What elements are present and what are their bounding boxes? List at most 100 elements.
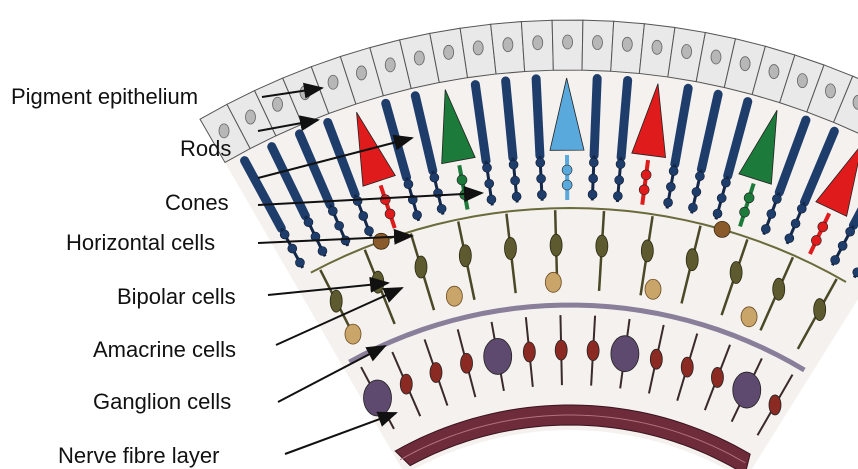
amacrine-cell-body xyxy=(741,307,757,327)
bipolar-cell-body xyxy=(773,278,785,300)
rod-nucleus xyxy=(791,219,800,228)
bipolar-cell-body xyxy=(641,240,653,262)
rod-nucleus xyxy=(318,247,327,256)
cone-nucleus xyxy=(744,193,754,203)
rod-nucleus xyxy=(487,195,496,204)
ganglion-cell-body xyxy=(650,349,662,369)
label-bipolar-cells: Bipolar cells xyxy=(117,286,236,308)
bipolar-cell-body xyxy=(504,237,516,259)
label-pigment-epithelium: Pigment epithelium xyxy=(11,86,198,108)
rod-nucleus xyxy=(785,234,794,243)
epithelium-nucleus xyxy=(503,38,513,52)
cone-nucleus xyxy=(562,165,572,175)
rod-nucleus xyxy=(613,192,622,201)
label-nerve-fibre-layer: Nerve fibre layer xyxy=(58,445,219,467)
label-ganglion-cells: Ganglion cells xyxy=(93,391,231,413)
epithelium-nucleus xyxy=(563,35,573,49)
rod-nucleus xyxy=(695,172,704,181)
ganglion-cell-body xyxy=(555,340,567,360)
cone-nucleus xyxy=(457,175,467,185)
ganglion-cell-body xyxy=(587,341,599,361)
leader-nerve-fibre-layer xyxy=(285,413,396,454)
cone-nucleus xyxy=(380,195,390,205)
rod-nucleus xyxy=(509,160,518,169)
ganglion-cell-body xyxy=(364,380,392,416)
cone-nucleus xyxy=(639,185,649,195)
rod-nucleus xyxy=(589,158,598,167)
epithelium-nucleus xyxy=(682,45,692,59)
rod-nucleus xyxy=(537,190,546,199)
epithelium-nucleus xyxy=(652,40,662,54)
epithelium-nucleus xyxy=(592,36,602,50)
bipolar-cell-body xyxy=(372,271,384,293)
epithelium-nucleus xyxy=(300,86,310,100)
horizontal-cell-body xyxy=(714,221,730,237)
rod-nucleus xyxy=(482,163,491,172)
rod-nucleus xyxy=(767,209,776,218)
ganglion-cell-body xyxy=(400,374,412,394)
ganglion-cell-body xyxy=(611,336,639,372)
ganglion-cell-body xyxy=(733,372,761,408)
epithelium-nucleus xyxy=(533,36,543,50)
rod-nucleus xyxy=(404,180,413,189)
epithelium-nucleus xyxy=(385,58,395,72)
rod-nucleus xyxy=(537,174,546,183)
rod-nucleus xyxy=(335,221,344,230)
ganglion-cell-body xyxy=(769,395,781,415)
rod-nucleus xyxy=(669,167,678,176)
epithelium-nucleus xyxy=(622,37,632,51)
bipolar-cell-body xyxy=(814,299,826,321)
rod-nucleus xyxy=(761,224,770,233)
ganglion-cell-body xyxy=(430,363,442,383)
rod-nucleus xyxy=(838,241,847,250)
cone-nucleus xyxy=(818,222,828,232)
epithelium-nucleus xyxy=(273,97,283,111)
cone-nucleus xyxy=(811,235,821,245)
rod-nucleus xyxy=(511,176,520,185)
horizontal-cell-body xyxy=(373,233,389,249)
rod-nucleus xyxy=(353,196,362,205)
ganglion-cell-body xyxy=(681,357,693,377)
rod-nucleus xyxy=(721,178,730,187)
bipolar-cell-body xyxy=(330,290,342,312)
rod-nucleus xyxy=(692,187,701,196)
rod-outer-segment xyxy=(594,79,597,156)
rod-nucleus xyxy=(713,209,722,218)
rod-nucleus xyxy=(589,174,598,183)
rod-nucleus xyxy=(413,211,422,220)
ganglion-cell-body xyxy=(711,367,723,387)
rod-outer-segment xyxy=(536,79,540,156)
rod-nucleus xyxy=(616,160,625,169)
ganglion-cell-body xyxy=(484,338,512,374)
rod-nucleus xyxy=(512,192,521,201)
ganglion-cell-body xyxy=(461,353,473,373)
bipolar-cell-body xyxy=(596,235,608,257)
rod-nucleus xyxy=(831,255,840,264)
rod-nucleus xyxy=(359,211,368,220)
bipolar-cell-body xyxy=(686,249,698,271)
rod-nucleus xyxy=(536,158,545,167)
bipolar-cell-body xyxy=(459,245,471,267)
rod-nucleus xyxy=(288,244,297,253)
cone-nucleus xyxy=(740,207,750,217)
rod-nucleus xyxy=(688,203,697,212)
ganglion-cell-body xyxy=(523,342,535,362)
epithelium-nucleus xyxy=(328,75,338,89)
rod-nucleus xyxy=(364,226,373,235)
bipolar-cell-body xyxy=(730,262,742,284)
rod-nucleus xyxy=(485,179,494,188)
epithelium-nucleus xyxy=(473,41,483,55)
label-rods: Rods xyxy=(180,138,231,160)
epithelium-nucleus xyxy=(740,57,750,71)
rod-nucleus xyxy=(328,207,337,216)
bipolar-cell-body xyxy=(550,234,562,256)
epithelium-nucleus xyxy=(769,65,779,79)
epithelium-nucleus xyxy=(797,74,807,88)
rod-nucleus xyxy=(437,204,446,213)
epithelium-nucleus xyxy=(825,84,835,98)
rod-nucleus xyxy=(846,227,855,236)
rod-nucleus xyxy=(615,176,624,185)
label-horizontal-cells: Horizontal cells xyxy=(66,232,215,254)
rod-nucleus xyxy=(295,258,304,267)
